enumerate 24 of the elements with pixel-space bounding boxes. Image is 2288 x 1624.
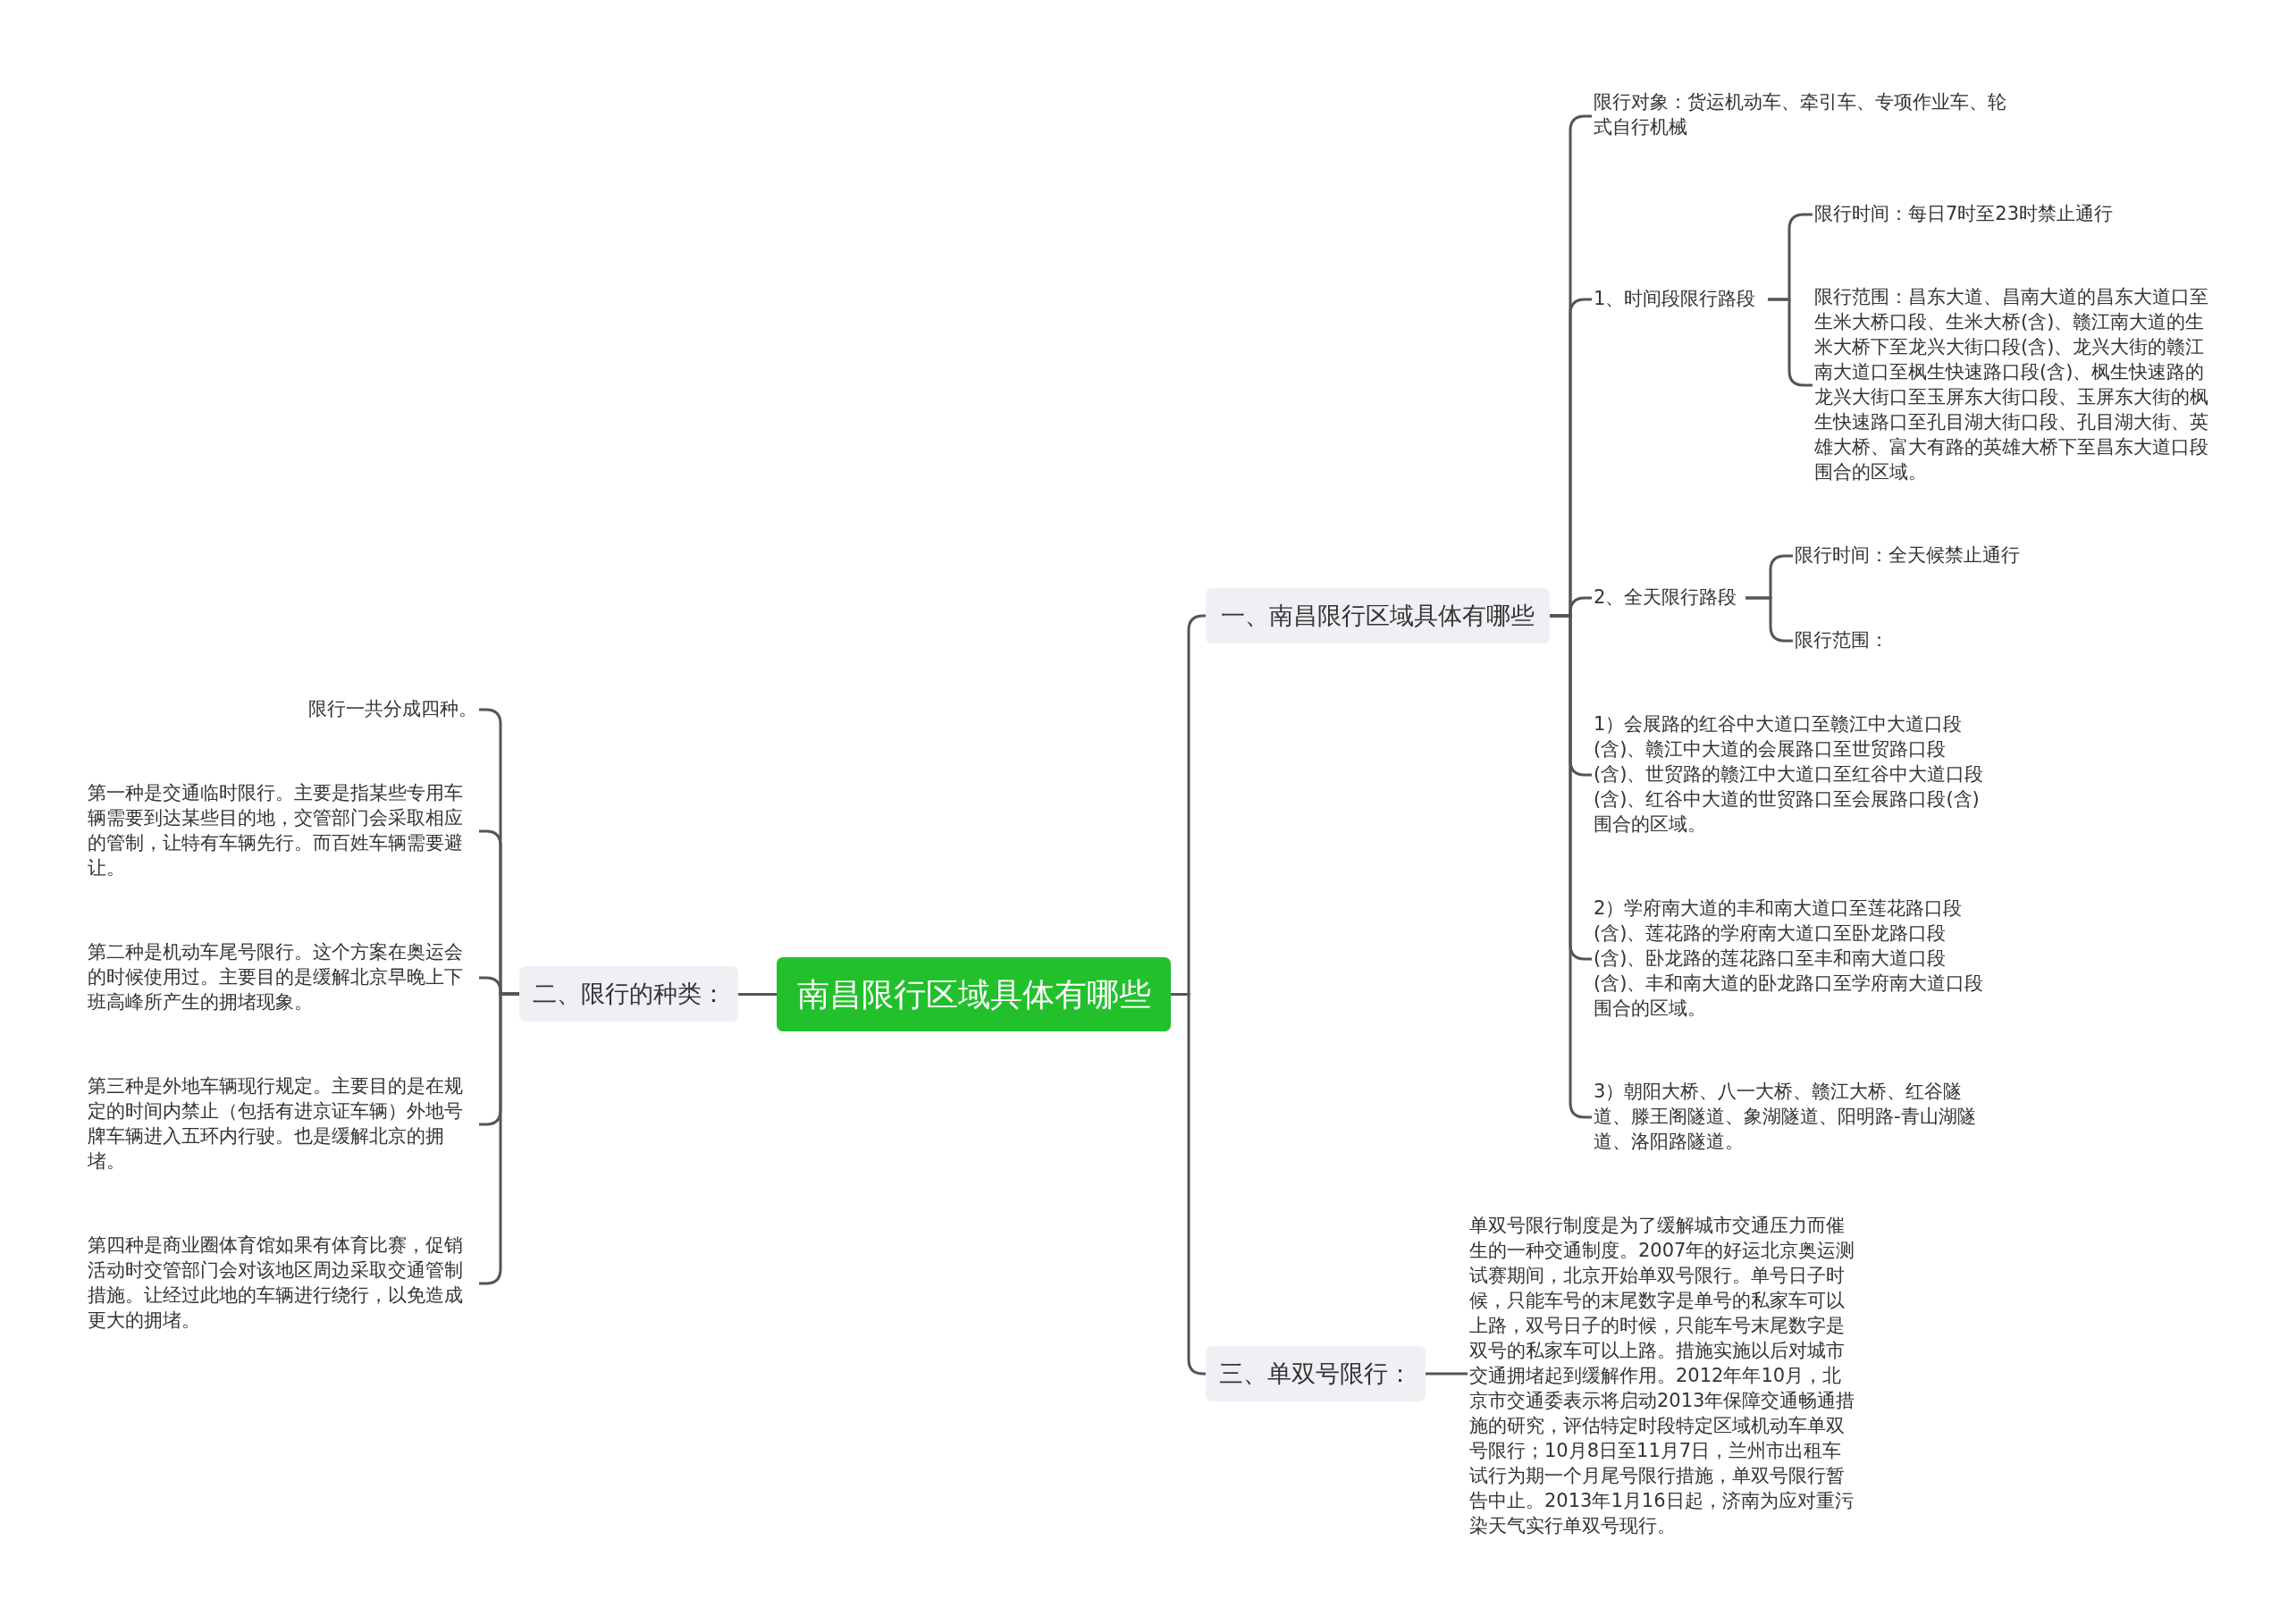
connector-line	[1745, 596, 1793, 643]
branch-text: 单双号限行制度是为了缓解城市交通压力而催生的一种交通制度。2007年的好运北京奥运测试赛期间，北京开始单双号限行。单号日子时候，只能车号的末尾数字是单号的私家车可以上路，双号日子的时候，只能车号末尾数字是双号的私家车可以上路。措施实施以后对城市交通拥堵起到缓解作用。2012年年10月，北京市交通委表示将启动2013年保障交通畅通措施的研究，评估特定时段特定区域机动车单双号限行；10月8日至11月7日，兰州市出租车试行为期一个月尾号限行措施，单双号限行暂告中止。2013年1月16日起，济南为应对重污染天气实行单双号现行。	[1468, 1213, 1861, 1536]
branch-text: 限行对象：货运机动车、牵引车、专项作业车、轮式自行机械	[1592, 89, 2012, 143]
branch-text: 2、全天限行路段	[1592, 585, 1745, 611]
branch-text: 限行一共分成四种。	[268, 696, 479, 723]
topic-box: 二、限行的种类：	[519, 966, 738, 1022]
branch-text: 2）学府南大道的丰和南大道口至莲花路口段(含)、莲花路的学府南大道口至卧龙路口段(含)、卧龙路的莲花路口至丰和南大道口段(含)、丰和南大道的卧龙路口至学府南大道口段围合的区域。	[1592, 896, 1994, 1022]
branch-text: 1、时间段限行路段	[1592, 286, 1768, 313]
topic-box: 一、南昌限行区域具体有哪些	[1206, 588, 1550, 644]
branch-text: 3）朝阳大桥、八一大桥、赣江大桥、红谷隧道、滕王阁隧道、象湖隧道、阳明路-青山湖隧道、洛阳路隧道。	[1592, 1079, 1994, 1156]
branch-text: 限行时间：全天候禁止通行	[1793, 543, 2061, 569]
connector-line	[1171, 993, 1207, 1376]
branch-text: 限行范围：	[1793, 627, 1891, 654]
branch-text: 第四种是商业圈体育馆如果有体育比赛，促销活动时交管部门会对该地区周边采取交通管制措施。让经过此地的车辆进行绕行，以免造成更大的拥堵。	[86, 1233, 479, 1334]
branch-text: 限行时间：每日7时至23时禁止通行	[1813, 201, 2170, 228]
connector-line	[1426, 1372, 1468, 1376]
branch-text: 第一种是交通临时限行。主要是指某些专用车辆需要到达某些目的地，交管部门会采取相应的管制，让特有车辆先行。而百姓车辆需要避让。	[86, 780, 479, 882]
connector-line	[738, 993, 777, 996]
central-topic-box: 南昌限行区域具体有哪些	[777, 957, 1171, 1031]
branch-text: 限行范围：昌东大道、昌南大道的昌东大道口至生米大桥口段、生米大桥(含)、赣江南大道的生米大桥下至龙兴大街口段(含)、龙兴大街的赣江南大道口至枫生快速路口段(含)、枫生快速路的龙兴大街口至玉屏东大街口段、玉屏东大街的枫生快速路口至孔目湖大街口段、孔目湖大街、英雄大桥、富大有路的英雄大桥下至昌东大道口段围合的区域。	[1813, 284, 2215, 486]
branch-text: 第三种是外地车辆现行规定。主要目的是在规定的时间内禁止（包括有进京证车辆）外地号牌车辆进入五环内行驶。也是缓解北京的拥堵。	[86, 1073, 479, 1175]
branch-text: 1）会展路的红谷中大道口至赣江中大道口段(含)、赣江中大道的会展路口至世贸路口段(含)、世贸路的赣江中大道口至红谷中大道口段(含)、红谷中大道的世贸路口至会展路口段(含)围合的区域。	[1592, 711, 1994, 838]
branch-text: 第二种是机动车尾号限行。这个方案在奥运会的时候使用过。主要目的是缓解北京早晚上下班高峰所产生的拥堵现象。	[86, 939, 479, 1016]
topic-box: 三、单双号限行：	[1206, 1346, 1426, 1401]
